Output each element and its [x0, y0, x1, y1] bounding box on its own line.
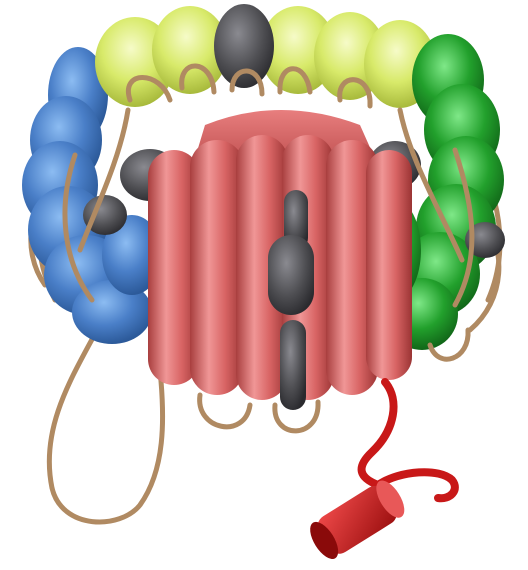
- terminal-red-helix: [305, 382, 455, 564]
- helix-yellow: [95, 4, 436, 108]
- helix-red-core: [148, 110, 412, 410]
- loop-left-long: [49, 332, 162, 522]
- loop-bottom-1: [200, 395, 250, 427]
